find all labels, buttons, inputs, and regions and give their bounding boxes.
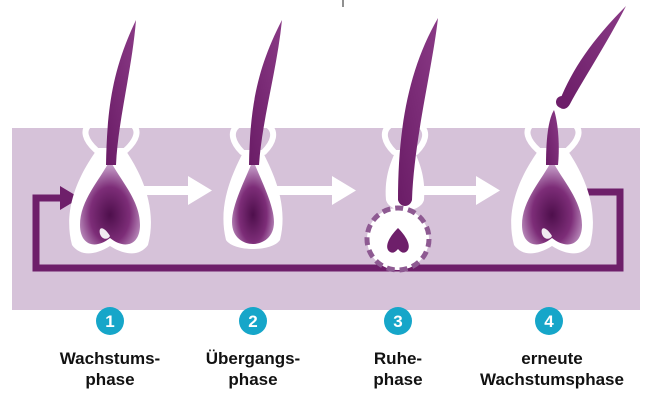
badge-4-number: 4	[544, 312, 554, 331]
hair-follicle-icon	[223, 20, 282, 249]
phase-label-3-line-1: Ruhe-	[313, 348, 483, 369]
badge-3-number: 3	[393, 312, 402, 331]
phase-label-4-line-1: erneute	[467, 348, 637, 369]
phase-label-3: Ruhe- phase	[313, 348, 483, 390]
phase-label-3-line-2: phase	[313, 369, 483, 390]
phase-label-4-line-2: Wachstumsphase	[467, 369, 637, 390]
badge-1-number: 1	[105, 312, 114, 331]
badge-2-number: 2	[248, 312, 257, 331]
phase-label-4: erneute Wachstumsphase	[467, 348, 637, 390]
